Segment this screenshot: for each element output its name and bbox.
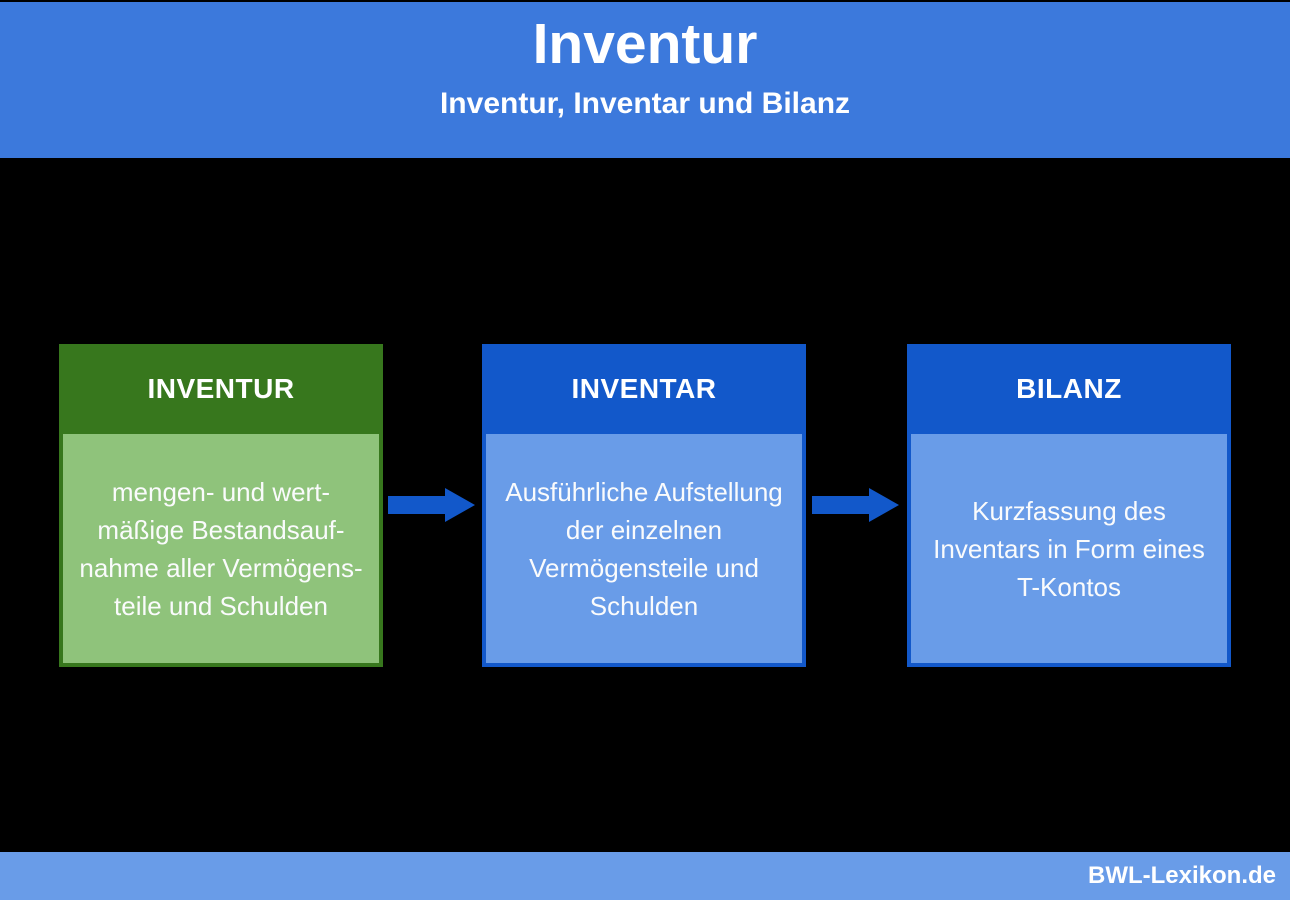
page-subtitle: Inventur, Inventar und Bilanz — [439, 87, 851, 120]
footer-bar: BWL-Lexikon.de — [0, 852, 1290, 900]
title-banner: Inventur Inventur, Inventar und Bilanz — [0, 2, 1290, 158]
arrow-right-icon — [812, 488, 900, 522]
box-inventar-header: INVENTAR — [482, 344, 806, 434]
box-bilanz-header: BILANZ — [907, 344, 1231, 434]
box-inventur: INVENTUR mengen- und wert- mäßige Bestan… — [59, 344, 383, 667]
box-inventar-description: Ausführliche Aufstellung der einzelnen V… — [482, 434, 806, 667]
arrow-right-icon — [388, 488, 476, 522]
page-title: Inventur — [532, 12, 758, 76]
box-inventar: INVENTAR Ausführliche Aufstellung der ei… — [482, 344, 806, 667]
box-bilanz: BILANZ Kurzfassung des Inventars in Form… — [907, 344, 1231, 667]
box-inventur-header: INVENTUR — [59, 344, 383, 434]
box-bilanz-description: Kurzfassung des Inventars in Form eines … — [907, 434, 1231, 667]
box-inventur-description: mengen- und wert- mäßige Bestandsauf- na… — [59, 434, 383, 667]
footer-brand: BWL-Lexikon.de — [1087, 862, 1276, 889]
